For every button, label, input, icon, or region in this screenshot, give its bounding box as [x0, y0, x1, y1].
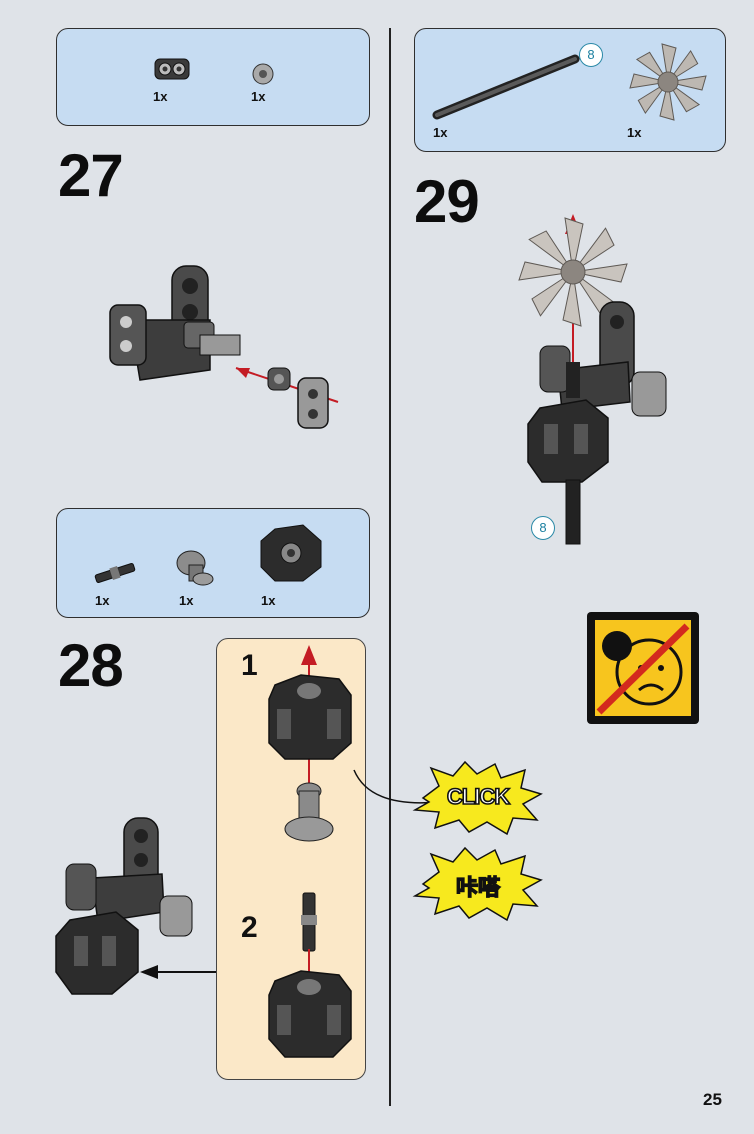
part-qty: 1x: [251, 89, 266, 104]
step-28-merge-arrow: [140, 965, 218, 979]
click-burst: CLICK: [412, 760, 543, 836]
substep-panel: 1 2: [216, 638, 366, 1080]
step-number: 28: [58, 632, 124, 699]
part-qty: 1x: [179, 593, 194, 608]
substep-2-illustration: [268, 892, 352, 1058]
part-qty: 1x: [95, 593, 110, 608]
click-connector: [353, 769, 439, 804]
step-29-assembly-illustration: [518, 214, 667, 545]
substep-number: 1: [241, 649, 258, 682]
substep-number: 2: [241, 911, 258, 944]
part-qty: 1x: [627, 125, 642, 140]
no-face-projectile-warning-icon: [587, 612, 699, 724]
axle-icon: [432, 54, 580, 120]
step-number: 27: [58, 142, 124, 209]
parts-box-27: 1x 1x: [56, 28, 370, 126]
part-qty: 1x: [433, 125, 448, 140]
spinner-blade-icon: [629, 43, 707, 121]
shooter-core-icon: [176, 550, 214, 586]
click-burst-cn: 咔嗒: [412, 846, 543, 922]
substep-1-illustration: [268, 645, 352, 842]
axle-length-callout: 8: [579, 43, 603, 67]
step-27-assembly-illustration: [109, 265, 339, 429]
column-divider: [389, 28, 391, 1106]
axle-pin-icon: [94, 563, 136, 583]
page-number: 25: [703, 1090, 722, 1109]
parts-box-28: 1x 1x 1x: [56, 508, 370, 618]
part-qty: 1x: [153, 89, 168, 104]
octagonal-hub-icon: [260, 524, 322, 582]
technic-pin-connector-icon: [154, 58, 190, 80]
part-qty: 1x: [261, 593, 276, 608]
bushing-icon: [252, 63, 274, 85]
step-28-assembly-illustration: [55, 817, 193, 995]
parts-box-29: 8 1x 1x: [414, 28, 726, 152]
click-label: CLICK: [446, 783, 511, 810]
axle-length-callout: 8: [531, 516, 555, 540]
step-number: 29: [414, 168, 480, 235]
click-label-cn: 咔嗒: [455, 874, 500, 900]
